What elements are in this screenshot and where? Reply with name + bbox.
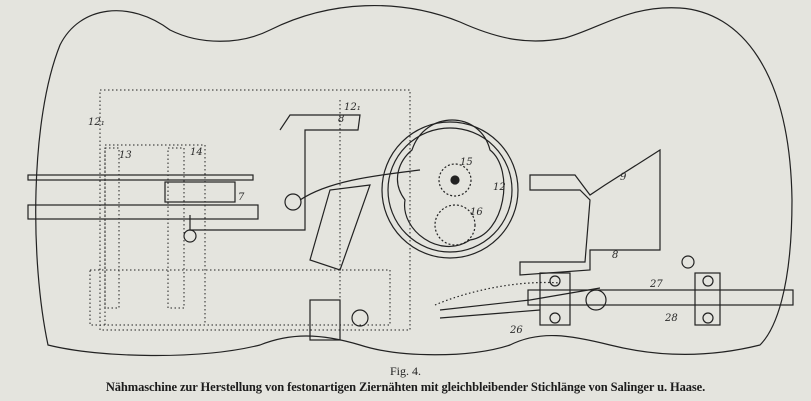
label-14: 14 [190, 147, 203, 158]
label-7: 7 [238, 192, 245, 203]
label-12c: 12 [493, 182, 506, 193]
machine-drawing: 12₁ 13 14 7 8 12₁ 15 16 12 9 8 27 28 26 [27, 4, 794, 357]
part-labels: 12₁ 13 14 7 8 12₁ 15 16 12 9 8 27 28 26 [88, 102, 678, 336]
label-15: 15 [460, 157, 473, 168]
label-9: 9 [620, 172, 627, 183]
label-12a: 12₁ [88, 117, 105, 128]
arm-bars [27, 114, 421, 341]
upper-right-part [519, 148, 695, 276]
label-12b: 12₁ [344, 102, 361, 113]
label-28: 28 [664, 313, 678, 324]
label-27: 27 [649, 279, 663, 290]
figure-caption: Nähmaschine zur Herstellung von festonar… [105, 380, 706, 394]
label-26: 26 [509, 325, 523, 336]
figure-number: Fig. 4. [389, 364, 421, 378]
label-8b: 8 [612, 250, 618, 261]
hidden-lines [89, 89, 411, 331]
label-16: 16 [470, 207, 483, 218]
label-8a: 8 [338, 114, 344, 125]
cam-disc [381, 119, 519, 259]
needle-slide [434, 272, 794, 326]
bed-outline [35, 4, 793, 357]
label-13: 13 [119, 150, 132, 161]
